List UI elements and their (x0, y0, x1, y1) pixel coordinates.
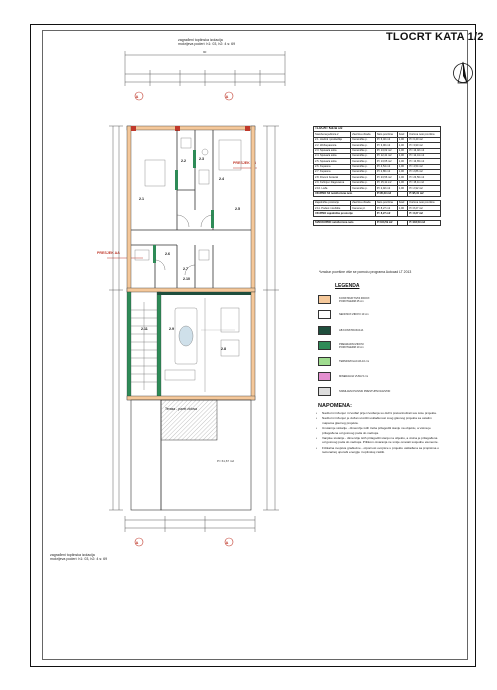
subtotal-net: P= 8,27 m2 (374, 210, 398, 217)
room-label: 2.11 (141, 327, 148, 331)
legend-label: KONSTRUKTIVNI ZIDOVI POROTHERM 25 cm (339, 296, 370, 303)
legend-item: KONSTRUKTIVNI ZIDOVI POROTHERM 25 cm (318, 293, 448, 306)
legend-swatch (318, 295, 331, 304)
subtotal-useful: P=95,31 m2 (407, 190, 441, 197)
insulation-note-top: zagrađeni toplinska izolacija mokrijeva … (178, 38, 236, 47)
room-label: 2.4 (219, 177, 224, 181)
legend-swatch (318, 387, 331, 397)
legend-label: AB KONSTRUKCIJA (339, 328, 364, 332)
notes-title: NAPOMENA: (318, 403, 352, 409)
section-label-right: PRESJEK BB (233, 161, 256, 165)
subtotal-row-2: UKUPNO zajedničke prostorije P= 8,27 m2 … (313, 210, 441, 217)
note-item: Nadzorni inženjer je dužan utvrditi uskl… (316, 416, 441, 425)
area-table: TLOCRT KATA 1/2 Stambena jedinica 2 Zavr… (312, 125, 441, 226)
table-header-row: Stambena jedinica 2 Završna obrada Neto … (312, 131, 441, 138)
sheet-title: TLOCRT KATA 1/2 (386, 31, 484, 43)
note-item: Nadzorni inženjer i izvođač prije izvođe… (316, 411, 441, 416)
svg-text:A: A (226, 540, 229, 545)
terrace-area: P= 61,67 m2 (217, 459, 234, 463)
legend-item: AB KONSTRUKCIJA (318, 324, 448, 337)
terrace-label: Terasa - pavel zidova (165, 407, 197, 411)
legend-label: PREGRADNI ZIDOVI POROTHERM 10 cm (339, 342, 364, 349)
subtotal-useful: P= 8,27 m2 (407, 210, 441, 217)
total-label: SVEUKUPNO netoKorisna neto (313, 219, 376, 226)
room-label: 2.3 (199, 157, 204, 161)
note-item: Unutarnje stolarije - dimenzije istih tr… (316, 426, 441, 435)
floor-plan: 90 A A A A PRESJEK AA PRESJEK BB (97, 50, 286, 547)
svg-text:A: A (226, 94, 229, 99)
legend-item: NENOSIVI ZIDOVI 10 cm (318, 308, 448, 321)
terrace (130, 399, 252, 511)
section-label-left: PRESJEK AA (97, 251, 120, 255)
top-dimension-lines (124, 51, 286, 86)
legend-swatch (318, 341, 331, 351)
legend-item: PREGRADNI ZIDOVI POROTHERM 10 cm (318, 339, 448, 352)
inner-frame (42, 30, 468, 660)
legend-item: SNIMLJENI PLINSKI PRESTUPNI RAZVOD (318, 385, 448, 398)
room-label: 2.5 (235, 207, 240, 211)
north-arrow-icon (453, 61, 473, 84)
legend-swatch (318, 310, 331, 320)
legend-label: NENOSIVI ZIDOVI 10 cm (339, 313, 369, 317)
room-label: 2.6 (165, 252, 170, 256)
total-row: SVEUKUPNO netoKorisna neto P=103,59 m2 P… (313, 219, 441, 226)
note-item: Fizikalna svojstva građevine - otpornost… (316, 446, 441, 455)
insulation-note-bottom: zagrađeni toplinska izolacija mokrijeva … (50, 553, 108, 562)
room-label: 2.8 (221, 347, 226, 351)
subtotal-row: UKUPNO S2 netoKorisna neto P=95,29 m2 P=… (313, 190, 441, 197)
autocad-note: *izračun površine više se pomoću program… (319, 270, 412, 274)
room-label: 2.9 (169, 327, 174, 331)
subtotal-net: P=95,29 m2 (374, 190, 398, 197)
legend-label: MINERALNA VUNA 5 cm (339, 374, 369, 378)
total-useful: P=103,59 m2 (407, 219, 441, 226)
room-label: 2.2 (181, 159, 186, 163)
top-dimension: 90 (203, 50, 207, 54)
legend: KONSTRUKTIVNI ZIDOVI POROTHERM 25 cm NENO… (318, 293, 448, 401)
legend-swatch (318, 325, 331, 335)
legend-label: SNIMLJENI PLINSKI PRESTUPNI RAZVOD (339, 390, 391, 394)
legend-title: LEGENDA (335, 283, 360, 289)
legend-label: TERMOIZOLACIJA 10 cm (339, 359, 370, 363)
legend-swatch (318, 371, 331, 381)
legend-swatch (318, 356, 331, 366)
svg-text:A: A (136, 540, 139, 545)
notes-list: Nadzorni inženjer i izvođač prije izvođe… (316, 411, 441, 456)
legend-item: TERMOIZOLACIJA 10 cm (318, 355, 448, 368)
note-item: Vanjske stolarije - dimenzije istih pril… (316, 436, 441, 445)
svg-text:A: A (136, 94, 139, 99)
room-label: 2.7 (183, 267, 188, 271)
total-net: P=103,59 m2 (374, 219, 398, 226)
room-label: 2.1 (139, 197, 144, 201)
room-label: 2.10 (183, 277, 190, 281)
section-markers: A A A A (134, 91, 234, 547)
legend-item: MINERALNA VUNA 5 cm (318, 370, 448, 383)
